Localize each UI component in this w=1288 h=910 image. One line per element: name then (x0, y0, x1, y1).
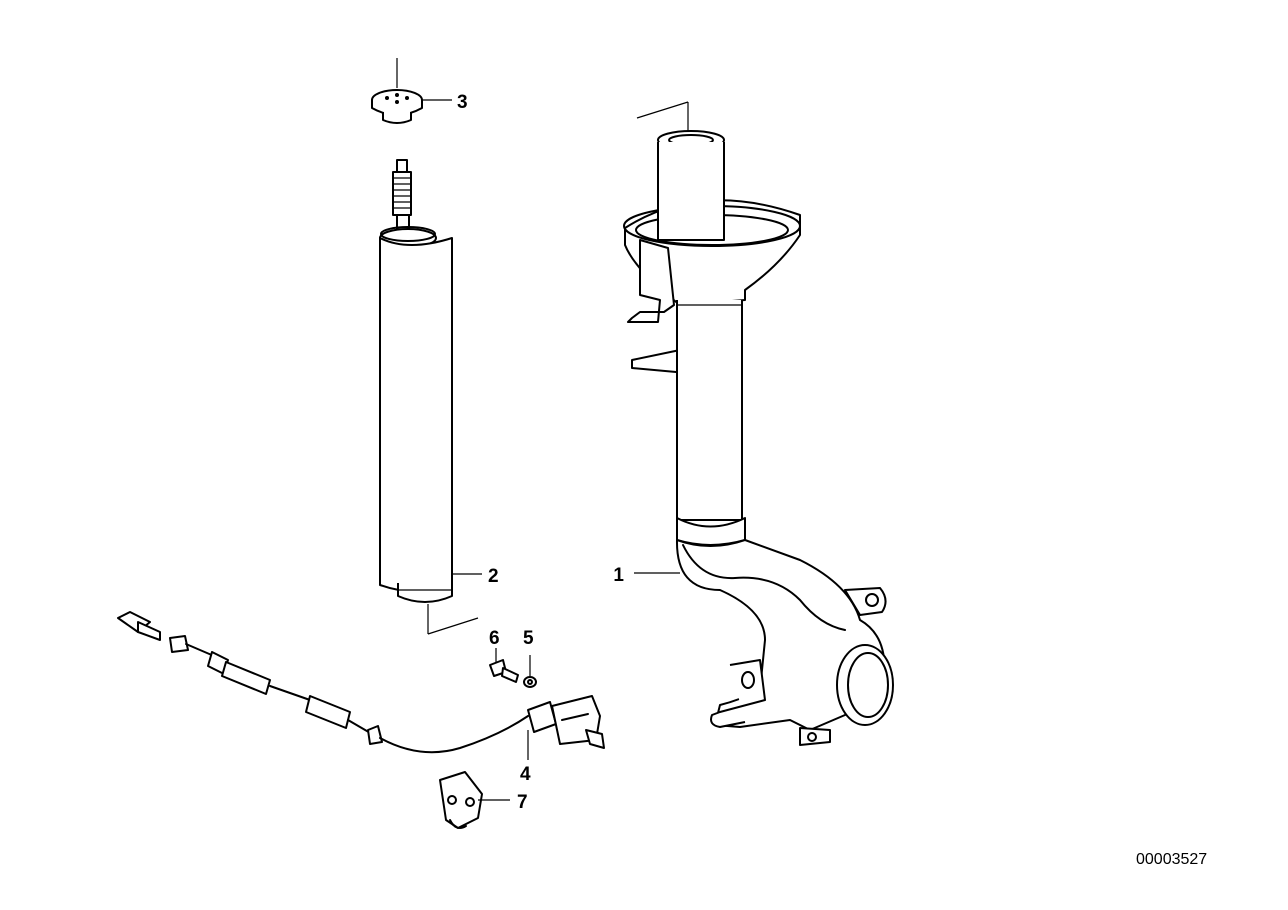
part-6-bolt[interactable] (489, 648, 519, 683)
callout-2: 2 (488, 566, 499, 587)
part-5-washer[interactable] (523, 655, 537, 688)
callout-1: 1 (613, 565, 624, 586)
part-4-sensor-cable[interactable] (117, 611, 605, 754)
part-7-clip[interactable] (439, 771, 483, 829)
part-1-spring-strut[interactable] (623, 101, 894, 746)
callout-5: 5 (523, 628, 534, 649)
callout-3: 3 (457, 92, 468, 113)
callout-6: 6 (489, 628, 500, 649)
callout-4: 4 (520, 764, 531, 785)
part-2-shock-absorber[interactable] (379, 159, 479, 635)
document-number: 00003527 (1136, 851, 1207, 868)
part-3-mount-cap[interactable] (371, 58, 423, 124)
callout-7: 7 (517, 792, 528, 813)
